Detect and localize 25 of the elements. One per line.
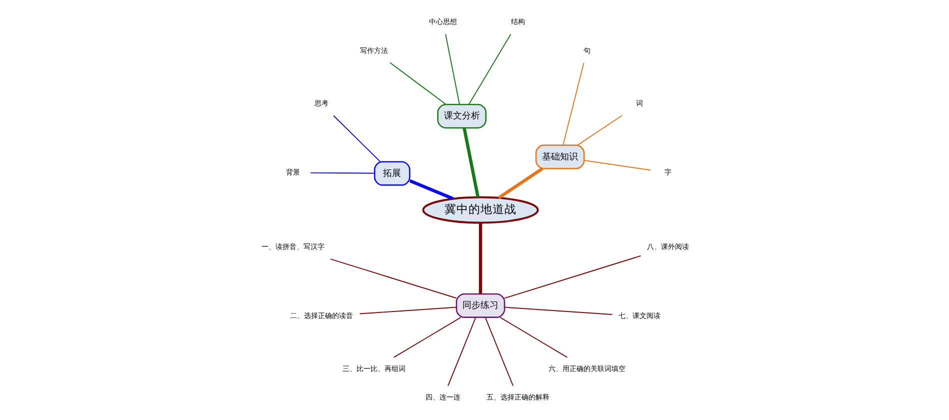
node-box: 基础知识 — [534, 144, 584, 170]
connector — [583, 160, 651, 171]
connector — [499, 316, 568, 358]
connector — [389, 62, 446, 105]
connector — [330, 258, 456, 299]
connector — [562, 62, 584, 146]
connector — [576, 115, 622, 146]
connector — [358, 306, 456, 314]
connector — [484, 317, 514, 386]
node-ellipse: 冀中的地道战 — [422, 196, 538, 224]
connector — [444, 34, 460, 105]
connector — [462, 128, 480, 198]
connector — [310, 172, 374, 174]
connector — [408, 179, 454, 200]
connector — [392, 316, 461, 358]
connector — [447, 317, 476, 386]
node-box: 拓展 — [373, 161, 410, 186]
node-box: 课文分析 — [436, 104, 486, 129]
node-box: 同步练习 — [455, 293, 505, 318]
connector — [468, 34, 511, 105]
connector — [332, 115, 380, 162]
connector — [504, 306, 612, 315]
connector — [478, 222, 482, 294]
connector — [504, 255, 641, 299]
connector — [497, 167, 543, 200]
